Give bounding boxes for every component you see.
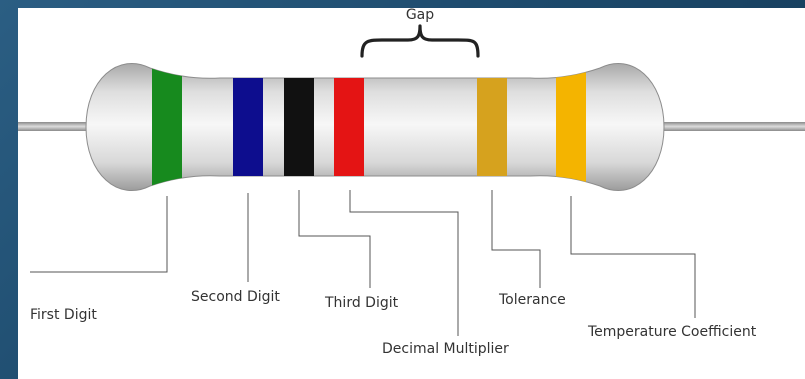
left-lead [18, 122, 98, 131]
gap-label: Gap [406, 7, 434, 23]
leader-lines [30, 190, 696, 336]
gap-brace [360, 24, 480, 58]
right-lead [650, 122, 805, 131]
first-digit-band [152, 63, 182, 191]
tolerance-label: Tolerance [498, 292, 566, 308]
second-digit-band [233, 63, 263, 191]
temperature-coefficient-label: Temperature Coefficient [587, 324, 757, 340]
third-digit-band [284, 63, 314, 191]
decimal-multiplier-band [334, 63, 364, 191]
temperature-coefficient-band [556, 63, 586, 191]
first-digit-label: First Digit [30, 307, 97, 323]
decimal-multiplier-label: Decimal Multiplier [382, 341, 509, 357]
tolerance-band [477, 63, 507, 191]
second-digit-label: Second Digit [191, 289, 280, 305]
third-digit-label: Third Digit [324, 295, 399, 311]
